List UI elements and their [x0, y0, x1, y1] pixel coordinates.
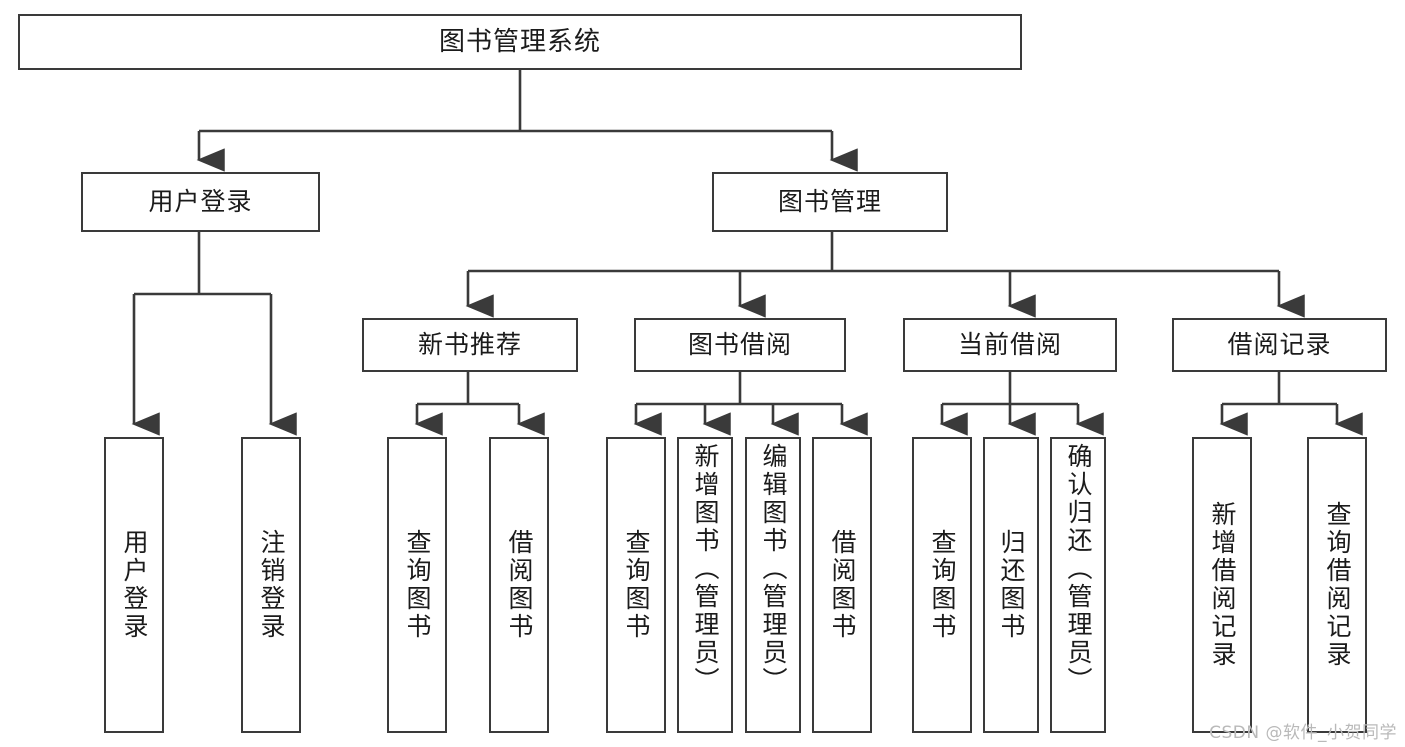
node-label: 注销登录 [257, 529, 286, 641]
leaf-query-book-borrow[interactable]: 查询图书 [606, 437, 666, 733]
node-label: 查询借阅记录 [1323, 501, 1352, 669]
leaf-query-book-current[interactable]: 查询图书 [912, 437, 972, 733]
leaf-add-borrow-record[interactable]: 新增借阅记录 [1192, 437, 1252, 733]
node-label: 借阅图书 [828, 529, 857, 641]
node-label: 图书管理系统 [438, 26, 601, 57]
node-label: 用户登录 [120, 529, 149, 641]
leaf-borrow-book[interactable]: 借阅图书 [812, 437, 872, 733]
node-label: 新增借阅记录 [1208, 501, 1237, 669]
node-current-borrow[interactable]: 当前借阅 [903, 318, 1117, 372]
node-label: 编辑图书（管理员） [759, 443, 788, 695]
node-borrow-record[interactable]: 借阅记录 [1172, 318, 1387, 372]
node-label: 查询图书 [622, 529, 651, 641]
leaf-user-login[interactable]: 用户登录 [104, 437, 164, 733]
csdn-watermark: CSDN @软件_小贺同学 [1209, 723, 1397, 743]
node-root-book-management-system[interactable]: 图书管理系统 [18, 14, 1022, 70]
node-book-management[interactable]: 图书管理 [712, 172, 948, 232]
leaf-query-borrow-record[interactable]: 查询借阅记录 [1307, 437, 1367, 733]
node-label: 查询图书 [928, 529, 957, 641]
node-label: 当前借阅 [957, 330, 1062, 360]
leaf-query-book-recommendation[interactable]: 查询图书 [387, 437, 447, 733]
leaf-return-book[interactable]: 归还图书 [983, 437, 1039, 733]
leaf-confirm-return-admin[interactable]: 确认归还（管理员） [1050, 437, 1106, 733]
node-label: 确认归还（管理员） [1064, 443, 1093, 695]
node-label: 借阅记录 [1227, 330, 1332, 360]
node-label: 图书管理 [777, 187, 882, 217]
node-label: 借阅图书 [505, 529, 534, 641]
leaf-borrow-book-recommendation[interactable]: 借阅图书 [489, 437, 549, 733]
node-label: 新书推荐 [417, 330, 522, 360]
node-new-book-recommendation[interactable]: 新书推荐 [362, 318, 578, 372]
node-label: 用户登录 [148, 187, 253, 217]
node-user-login[interactable]: 用户登录 [81, 172, 320, 232]
node-label: 图书借阅 [687, 330, 792, 360]
node-label: 归还图书 [997, 529, 1026, 641]
leaf-add-book-admin[interactable]: 新增图书（管理员） [677, 437, 733, 733]
leaf-user-logout[interactable]: 注销登录 [241, 437, 301, 733]
node-label: 新增图书（管理员） [691, 443, 720, 695]
node-book-borrow[interactable]: 图书借阅 [634, 318, 846, 372]
leaf-edit-book-admin[interactable]: 编辑图书（管理员） [745, 437, 801, 733]
node-label: 查询图书 [403, 529, 432, 641]
